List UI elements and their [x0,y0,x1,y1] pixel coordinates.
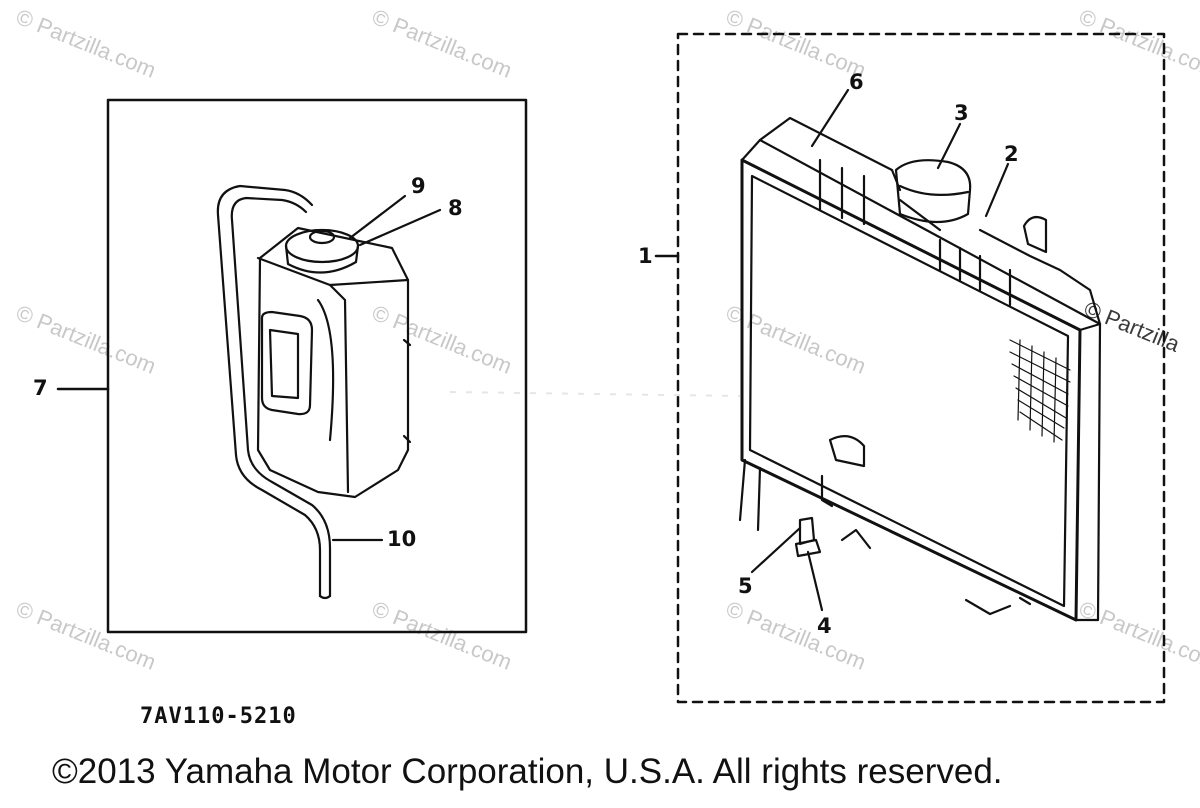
copyright-notice: ©2013 Yamaha Motor Corporation, U.S.A. A… [52,752,1003,791]
callout-leader-5 [750,526,802,574]
callout-3: 3 [954,101,969,125]
callout-2: 2 [1004,142,1019,166]
drain-bolt-icon [794,516,822,558]
reservoir-cap-icon [284,228,360,274]
callout-8: 8 [448,196,463,220]
reservoir-assembly-box [106,98,528,634]
callout-leader-9 [348,194,407,240]
radiator-assembly-box [676,32,1166,704]
radiator-cap-icon [894,159,972,224]
callout-leader-2 [984,162,1010,218]
breather-hose-icon [216,184,332,600]
callout-leader-8 [358,208,442,247]
callout-5: 5 [738,574,753,598]
scan-artifact [449,391,741,397]
callout-leader-3 [936,122,962,170]
callout-4: 4 [817,614,832,638]
callout-leader-6 [810,88,850,148]
callout-9: 9 [411,174,426,198]
callout-leader-4 [806,550,824,612]
callout-10: 10 [387,527,417,551]
callout-7: 7 [33,376,48,400]
diagram-code: 7AV110-5210 [140,704,297,729]
callout-1: 1 [638,244,653,268]
callout-6: 6 [849,70,864,94]
reservoir-tank-icon [256,226,412,499]
radiator-core-hatch [1009,339,1071,443]
